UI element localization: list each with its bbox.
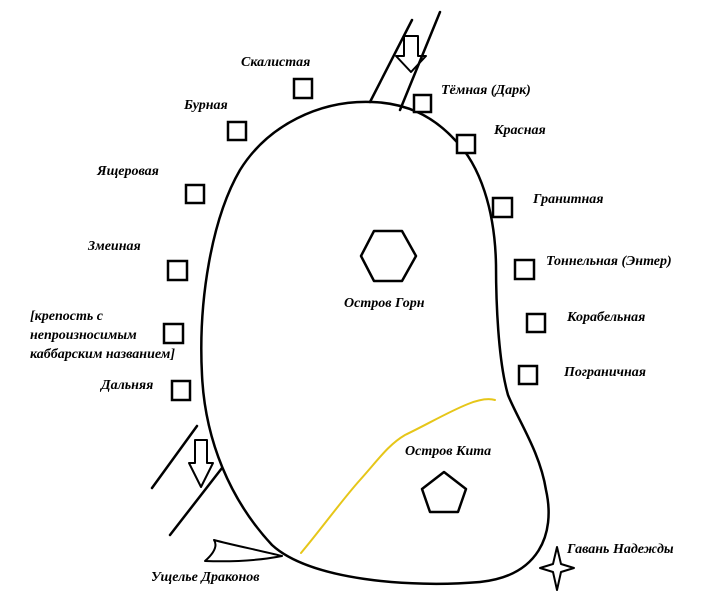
fort-temnaya [412, 93, 433, 114]
north-entry-arrow-icon [395, 35, 427, 73]
label-dalnyaya: Дальняя [99, 378, 153, 393]
southwest-entry-arrow-icon [188, 439, 214, 488]
gavan-star-icon [539, 546, 575, 591]
label-krepost-line3: каббарским названием] [30, 347, 175, 362]
label-zmeinaya: Змеиная [87, 239, 141, 254]
fort-krepost [162, 322, 185, 345]
fort-krasnaya [455, 133, 477, 155]
island-outline [200, 100, 550, 586]
fort-burnaya [226, 120, 248, 142]
label-krepost-line2: непроизносимым [30, 328, 137, 343]
label-korabelnaya: Корабельная [566, 310, 645, 325]
label-yashcherovaya: Ящеровая [96, 164, 159, 179]
southwest-passage-left [150, 424, 199, 490]
label-pogranichnaya: Пограничная [563, 365, 646, 380]
fort-skalistaya [292, 77, 314, 100]
label-krepost-line1: [крепость с [30, 309, 104, 324]
label-skalistaya: Скалистая [241, 55, 310, 70]
label-gavan: Гавань Надежды [566, 542, 674, 557]
label-temnaya: Тёмная (Дарк) [441, 83, 531, 98]
fort-dalnyaya [170, 379, 192, 402]
fort-pogranichnaya [517, 364, 539, 386]
dragon-wing-icon [204, 539, 283, 563]
label-tonnelnaya: Тоннельная (Энтер) [546, 254, 672, 269]
label-ostrov-kita: Остров Кита [405, 444, 491, 459]
label-krasnaya: Красная [493, 123, 546, 138]
label-ostrov-gorn: Остров Горн [344, 296, 425, 311]
north-passage-left [368, 18, 414, 104]
label-burnaya: Бурная [183, 98, 228, 113]
fort-zmeinaya [166, 259, 189, 282]
label-granitnaya: Гранитная [532, 192, 604, 207]
kita-pentagon-icon [420, 470, 468, 514]
fort-yashcherovaya [184, 183, 206, 205]
gorn-hexagon-icon [359, 229, 418, 283]
southwest-passage-right [168, 466, 224, 537]
fort-tonnelnaya [513, 258, 536, 281]
fort-korabelnaya [525, 312, 547, 334]
fort-granitnaya [491, 196, 514, 219]
kita-shoreline [300, 398, 496, 554]
label-ushchelye: Ущелье Драконов [151, 570, 260, 585]
